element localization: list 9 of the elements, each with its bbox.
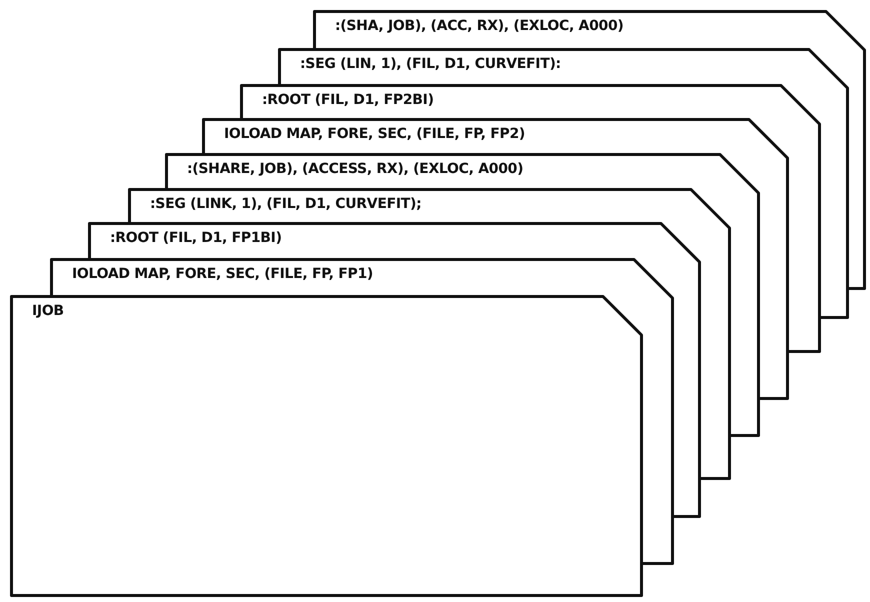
card-text: :ROOT (FIL, D1, FP2BI): [262, 91, 434, 109]
card-text: IJOB: [32, 302, 64, 320]
card-text: :SEG (LINK, 1), (FIL, D1, CURVEFIT);: [150, 195, 422, 213]
card-text: :(SHA, JOB), (ACC, RX), (EXLOC, A000): [335, 17, 624, 35]
card-text: :ROOT (FIL, D1, FP1BI): [110, 229, 282, 247]
card-text: IOLOAD MAP, FORE, SEC, (FILE, FP, FP1): [72, 265, 374, 283]
card-text: :SEG (LIN, 1), (FIL, D1, CURVEFIT):: [300, 55, 561, 73]
card-text: IOLOAD MAP, FORE, SEC, (FILE, FP, FP2): [224, 125, 526, 143]
card-text: :(SHARE, JOB), (ACCESS, RX), (EXLOC, A000): [187, 160, 524, 178]
